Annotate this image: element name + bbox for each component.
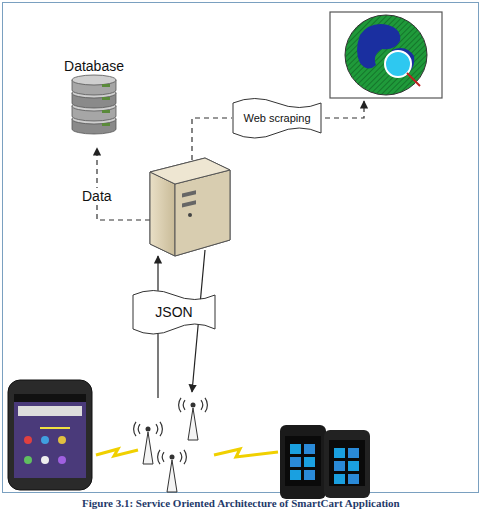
figure-frame bbox=[3, 3, 479, 493]
document-node: Web scraping bbox=[232, 98, 322, 138]
data-arrow bbox=[97, 148, 150, 220]
document-node: JSON bbox=[132, 290, 216, 334]
globe-icon bbox=[330, 12, 442, 98]
node-label: JSON bbox=[155, 304, 192, 320]
figure-caption: Figure 3.1: Service Oriented Architectur… bbox=[82, 497, 400, 509]
scrape-line bbox=[192, 118, 232, 160]
line-label: Data bbox=[80, 188, 114, 204]
node-label: Database bbox=[56, 58, 132, 74]
scrape-arrow bbox=[325, 101, 364, 118]
antenna-towers bbox=[134, 398, 208, 492]
wireless-link bbox=[214, 449, 278, 457]
node-label: Web scraping bbox=[243, 112, 310, 124]
android-phone bbox=[8, 380, 92, 490]
server-tower bbox=[150, 158, 230, 256]
database-node: Database bbox=[56, 58, 132, 146]
windows-phones bbox=[280, 425, 370, 499]
wireless-link bbox=[96, 449, 138, 456]
